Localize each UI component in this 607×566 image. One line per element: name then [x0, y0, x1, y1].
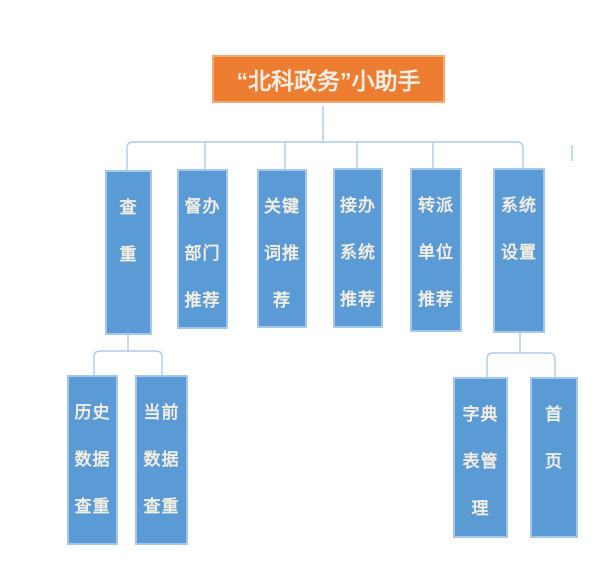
node-current-data-duplicate-check: 当前 数据 查重 — [135, 375, 188, 545]
node-text-line: 荐 — [273, 291, 291, 310]
node-text-line: 督办 — [184, 197, 221, 216]
node-text-line: 历史 — [74, 403, 111, 422]
node-transfer-unit-recommend: 转派 单位 推荐 — [410, 168, 462, 332]
node-text-line: 查重 — [143, 497, 180, 516]
connector-level2-rail — [126, 141, 524, 170]
node-text-line: 首 — [545, 405, 563, 424]
node-text-line: 部门 — [184, 244, 221, 263]
node-text-line: 字典 — [462, 405, 499, 424]
node-handling-system-recommend: 接办 系统 推荐 — [333, 168, 383, 328]
node-text-line: 查 — [119, 198, 138, 217]
node-text-line: 查重 — [74, 497, 111, 516]
node-text-line: 数据 — [143, 450, 180, 469]
node-text-line: 当前 — [143, 403, 180, 422]
node-text-line: 理 — [471, 499, 490, 518]
node-text-line: 转派 — [418, 196, 454, 215]
node-text-line: 推荐 — [184, 291, 221, 310]
node-text-line: 系统 — [501, 196, 537, 215]
node-text-line: 页 — [545, 452, 563, 471]
node-system-settings: 系统 设置 — [493, 168, 545, 333]
node-text-line: 设置 — [501, 243, 537, 262]
node-duplicate-check: 查 重 — [105, 170, 152, 335]
node-text-line: 关键 — [264, 197, 300, 216]
connector-duplicate-check-rail — [93, 350, 163, 375]
node-supervising-dept-recommend: 督办 部门 推荐 — [177, 169, 228, 329]
connector-system-settings-rail — [486, 352, 556, 377]
node-history-data-duplicate-check: 历史 数据 查重 — [67, 375, 118, 545]
node-home-page: 首 页 — [530, 377, 578, 538]
node-text-line: 词推 — [264, 244, 300, 263]
node-text-line: 表管 — [462, 452, 499, 471]
node-text-line: 重 — [119, 245, 138, 264]
node-text-line: 接办 — [340, 196, 376, 215]
node-keyword-recommend: 关键 词推 荐 — [257, 169, 307, 328]
node-text-line: 单位 — [418, 243, 454, 262]
node-text-line: 推荐 — [340, 290, 376, 309]
root-node-assistant-title: “北科政务”小助手 — [212, 55, 445, 103]
node-text-line: 数据 — [74, 450, 111, 469]
node-dictionary-table-management: 字典 表管 理 — [453, 377, 508, 538]
node-text-line: 推荐 — [418, 290, 454, 309]
node-text-line: 系统 — [340, 243, 376, 262]
